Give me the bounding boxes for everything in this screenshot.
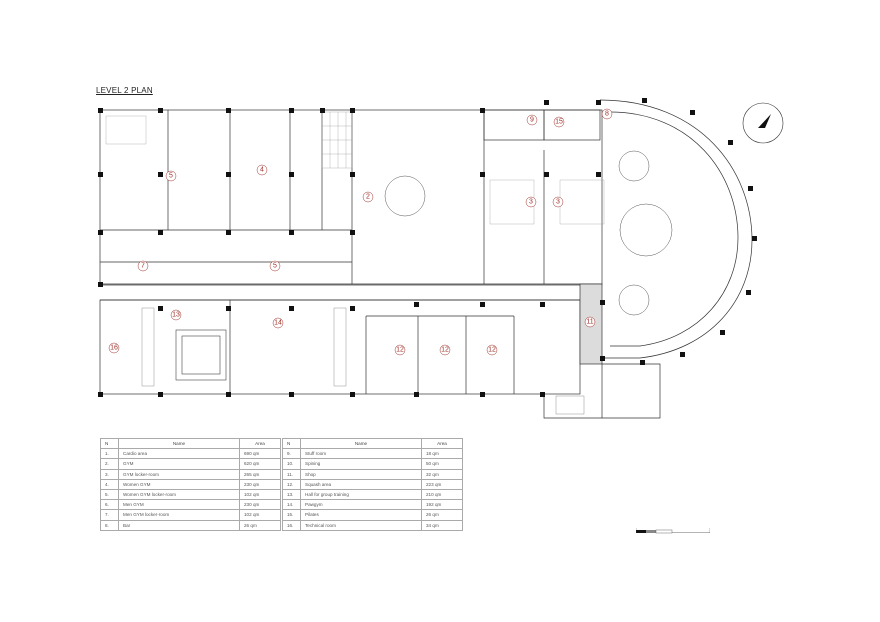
legend-header-n: N xyxy=(100,437,119,450)
room-label-2: 2 xyxy=(366,194,370,201)
building-outline xyxy=(99,99,753,419)
room-label-6: 5 xyxy=(169,173,173,180)
legend-header-area: Area xyxy=(421,437,463,450)
room-label-5: 5 xyxy=(273,263,277,270)
room-label-8: 8 xyxy=(605,111,609,118)
legend-header-n: N xyxy=(282,437,301,450)
room-label-13: 13 xyxy=(172,312,180,319)
room-label-12c: 12 xyxy=(488,347,496,354)
room-label-12b: 12 xyxy=(441,347,449,354)
room-markers xyxy=(108,108,621,356)
round-features xyxy=(384,150,673,316)
room-label-9: 9 xyxy=(530,117,534,124)
plan-title: LEVEL 2 PLAN xyxy=(96,86,153,95)
north-arrow-icon xyxy=(742,102,784,144)
room-label-3a: 3 xyxy=(529,199,533,206)
room-label-4: 4 xyxy=(260,167,264,174)
room-label-16: 16 xyxy=(110,345,118,352)
equipment-grid xyxy=(105,111,605,225)
stairs xyxy=(141,307,585,415)
legend-header-area: Area xyxy=(239,437,281,450)
room-label-14: 14 xyxy=(274,320,282,327)
training-ring xyxy=(175,329,227,381)
room-label-12a: 12 xyxy=(396,347,404,354)
scale-bar xyxy=(636,528,710,534)
columns xyxy=(98,98,757,397)
room-label-15: 15 xyxy=(555,119,563,126)
legend-header-name: Name xyxy=(300,437,422,450)
room-label-7: 7 xyxy=(141,263,145,270)
room-label-3b: 3 xyxy=(556,199,560,206)
legend-header-name: Name xyxy=(118,437,240,450)
room-label-11: 11 xyxy=(586,319,593,326)
